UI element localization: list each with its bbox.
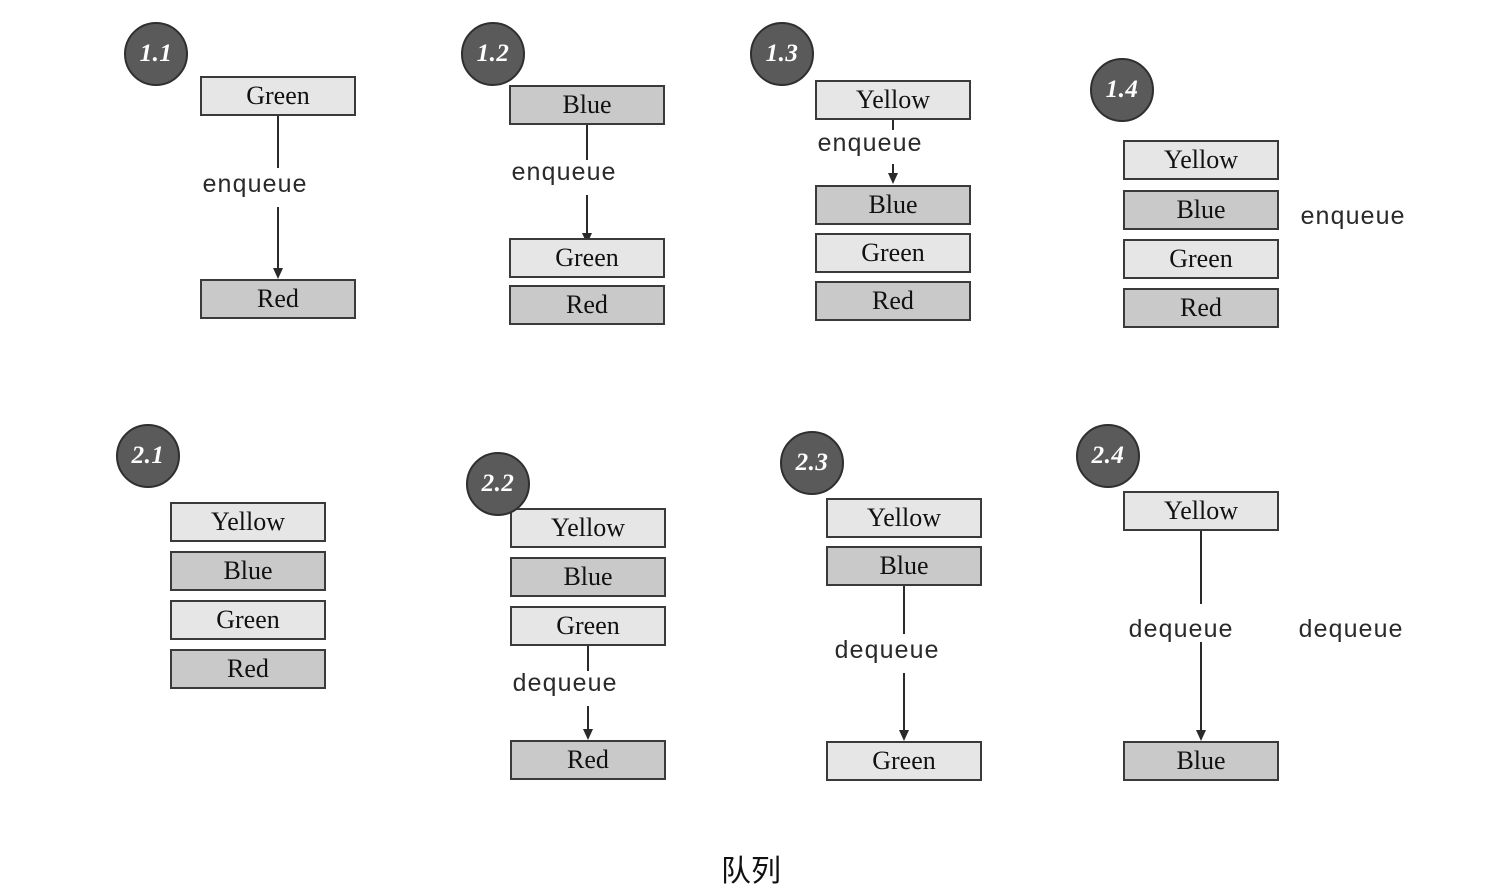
queue-box: Blue bbox=[1123, 190, 1279, 230]
queue-box: Yellow bbox=[815, 80, 971, 120]
arrow-line-upper bbox=[892, 120, 894, 130]
queue-box: Blue bbox=[510, 557, 666, 597]
arrow-line-lower bbox=[587, 706, 589, 730]
arrow-head-icon bbox=[583, 729, 593, 740]
queue-box: Green bbox=[826, 741, 982, 781]
queue-box: Green bbox=[510, 606, 666, 646]
arrow-head-icon bbox=[888, 173, 898, 184]
operation-label-dequeue: dequeue bbox=[1128, 616, 1234, 645]
queue-box: Yellow bbox=[1123, 140, 1279, 180]
operation-label-dequeue: dequeue bbox=[834, 637, 940, 666]
operation-label-enqueue: enqueue bbox=[817, 130, 923, 159]
queue-box: Red bbox=[510, 740, 666, 780]
queue-box: Blue bbox=[509, 85, 665, 125]
queue-box: Green bbox=[509, 238, 665, 278]
queue-box: Green bbox=[1123, 239, 1279, 279]
step-badge-1-3: 1.3 bbox=[750, 22, 814, 86]
operation-label-enqueue: enqueue bbox=[202, 171, 308, 200]
step-badge-2-1: 2.1 bbox=[116, 424, 180, 488]
step-badge-1-1: 1.1 bbox=[124, 22, 188, 86]
arrow-line-lower bbox=[903, 673, 905, 731]
arrow-line-lower bbox=[1200, 642, 1202, 731]
operation-label-dequeue: dequeue bbox=[512, 670, 618, 699]
queue-box: Red bbox=[200, 279, 356, 319]
queue-box: Yellow bbox=[826, 498, 982, 538]
queue-box: Green bbox=[815, 233, 971, 273]
step-badge-2-3: 2.3 bbox=[780, 431, 844, 495]
figure-caption: 队列 bbox=[721, 855, 781, 888]
arrow-head-icon bbox=[273, 268, 283, 279]
queue-box: Yellow bbox=[170, 502, 326, 542]
step-badge-1-4: 1.4 bbox=[1090, 58, 1154, 122]
step-badge-1-2: 1.2 bbox=[461, 22, 525, 86]
arrow-line-upper bbox=[587, 646, 589, 671]
arrow-head-icon bbox=[1196, 730, 1206, 741]
arrow-line-upper bbox=[903, 586, 905, 634]
queue-box: Blue bbox=[826, 546, 982, 586]
operation-label-enqueue: enqueue bbox=[511, 159, 617, 188]
operation-label-dequeue-secondary: dequeue bbox=[1298, 616, 1404, 645]
step-badge-2-2: 2.2 bbox=[466, 452, 530, 516]
step-badge-2-4: 2.4 bbox=[1076, 424, 1140, 488]
arrow-line-lower bbox=[892, 164, 894, 174]
queue-box: Red bbox=[1123, 288, 1279, 328]
queue-box: Green bbox=[170, 600, 326, 640]
queue-box: Blue bbox=[815, 185, 971, 225]
queue-box: Red bbox=[509, 285, 665, 325]
arrow-line-upper bbox=[277, 116, 279, 168]
queue-box: Blue bbox=[170, 551, 326, 591]
operation-label-enqueue: enqueue bbox=[1300, 203, 1406, 232]
queue-box: Red bbox=[815, 281, 971, 321]
arrow-line-lower bbox=[586, 195, 588, 234]
queue-box: Red bbox=[170, 649, 326, 689]
arrow-line-lower bbox=[277, 207, 279, 269]
arrow-head-icon bbox=[899, 730, 909, 741]
arrow-line-upper bbox=[1200, 531, 1202, 604]
queue-box: Blue bbox=[1123, 741, 1279, 781]
queue-box: Green bbox=[200, 76, 356, 116]
queue-box: Yellow bbox=[510, 508, 666, 548]
arrow-line-upper bbox=[586, 125, 588, 160]
queue-box: Yellow bbox=[1123, 491, 1279, 531]
